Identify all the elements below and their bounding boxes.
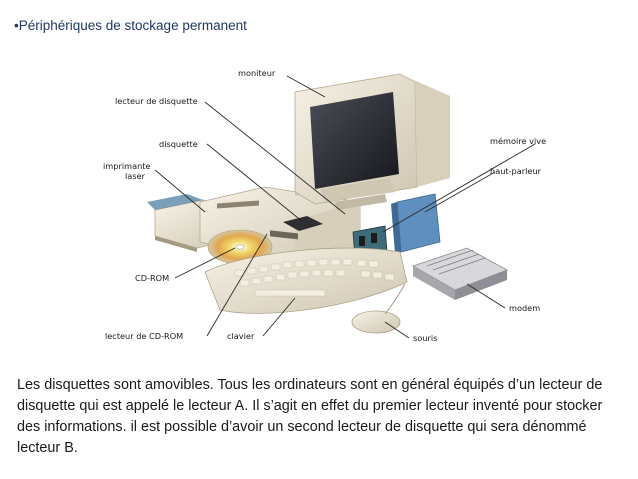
label-moniteur: moniteur [238, 68, 276, 78]
computer-components-illustration: moniteur lecteur de disquette disquette … [95, 52, 565, 352]
label-lecteur-cd-rom: lecteur de CD-ROM [105, 331, 183, 341]
label-disquette: disquette [159, 139, 198, 149]
label-imprimante: imprimante [103, 161, 151, 171]
label-souris: souris [413, 333, 437, 343]
paragraph-text: Les disquettes sont amovibles. Tous les … [17, 375, 627, 459]
label-modem: modem [509, 303, 540, 313]
label-laser: laser [125, 171, 146, 181]
label-memoire-vive: mémoire vive [490, 136, 546, 146]
monitor [295, 74, 450, 210]
label-cd-rom: CD-ROM [135, 273, 169, 283]
modem [413, 248, 507, 300]
slide-heading: •Périphériques de stockage permanent [14, 18, 247, 33]
description-paragraph: Les disquettes sont amovibles. Tous les … [17, 375, 627, 459]
label-clavier: clavier [227, 331, 255, 341]
label-haut-parleur: haut-parleur [490, 166, 542, 176]
label-lecteur-disquette: lecteur de disquette [115, 96, 198, 106]
computer-diagram: moniteur lecteur de disquette disquette … [95, 52, 565, 352]
